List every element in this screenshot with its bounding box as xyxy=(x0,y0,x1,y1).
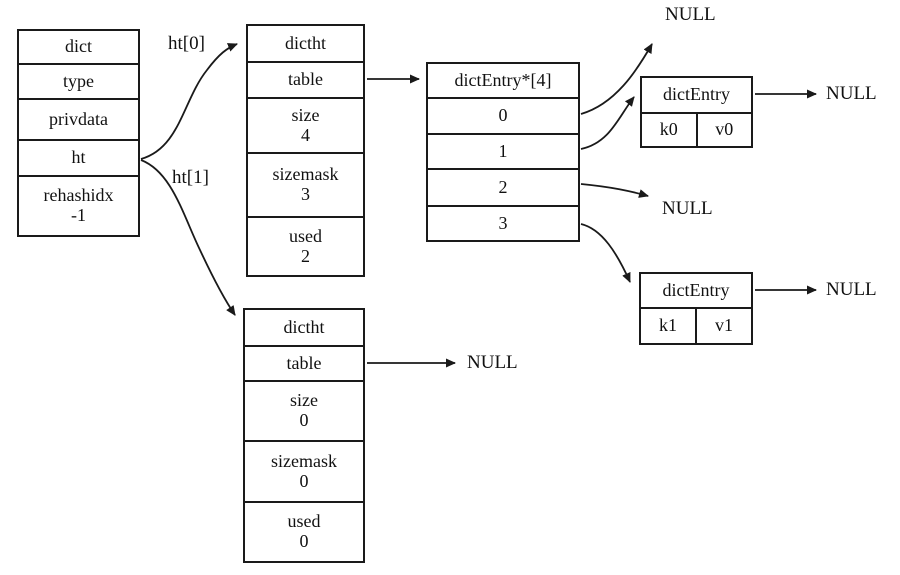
dictentry0-row-kv: k0 v0 xyxy=(642,112,751,146)
dictht0-struct: dictht table size 4 sizemask 3 used 2 xyxy=(246,24,365,277)
dictht1-sizemask-value: 0 xyxy=(299,470,309,491)
edge-label-ht0: ht[0] xyxy=(168,33,205,54)
dictht0-used-label: used xyxy=(289,225,322,246)
dict-type-label: type xyxy=(63,70,94,91)
bucket-array: dictEntry*[4] 0 1 2 3 xyxy=(426,62,580,242)
dictht0-table-label: table xyxy=(288,69,323,90)
dict-rehashidx-label: rehashidx xyxy=(43,185,114,206)
dictht0-used-value: 2 xyxy=(301,245,310,266)
dictht0-row-title: dictht xyxy=(248,26,363,61)
dictht0-size-value: 4 xyxy=(301,124,310,145)
dict-row-ht: ht xyxy=(19,139,138,175)
dictht0-row-used: used 2 xyxy=(248,216,363,275)
null-label-ht1-table: NULL xyxy=(467,352,518,373)
dict-row-type: type xyxy=(19,63,138,98)
dict-rehashidx-value: -1 xyxy=(71,205,86,225)
dictentry0-row-title: dictEntry xyxy=(642,78,751,112)
bucket-slot-0: 0 xyxy=(428,97,578,133)
dict-privdata-label: privdata xyxy=(49,108,108,129)
bucket-slot1-label: 1 xyxy=(498,140,508,161)
dictht1-sizemask-label: sizemask xyxy=(271,450,337,471)
edge-label-ht1: ht[1] xyxy=(172,167,209,188)
dictentry1-title-label: dictEntry xyxy=(662,279,730,300)
dictentry0-value: v0 xyxy=(695,114,752,146)
edge-bucket2-to-null xyxy=(580,183,649,198)
dictht1-used-value: 0 xyxy=(299,531,309,551)
null-label-entry0-next: NULL xyxy=(826,83,877,104)
dictht0-title-label: dictht xyxy=(285,32,326,53)
dictentry0-struct: dictEntry k0 v0 xyxy=(640,76,753,148)
dictht1-row-used: used 0 xyxy=(245,501,363,561)
dictht0-sizemask-label: sizemask xyxy=(272,164,339,185)
dictht1-row-title: dictht xyxy=(245,310,363,345)
dictht1-row-size: size 0 xyxy=(245,380,363,440)
edge-bucket3-to-entry1 xyxy=(580,223,631,283)
bucket-title-label: dictEntry*[4] xyxy=(454,69,552,90)
dictht0-row-sizemask: sizemask 3 xyxy=(248,152,363,216)
dictht1-row-sizemask: sizemask 0 xyxy=(245,440,363,501)
dictentry0-key: k0 xyxy=(659,119,678,140)
dictht1-title-label: dictht xyxy=(283,316,325,337)
bucket-slot2-label: 2 xyxy=(498,176,508,197)
dictentry1-struct: dictEntry k1 v1 xyxy=(639,272,753,345)
null-label-bucket0: NULL xyxy=(665,4,716,25)
bucket-slot-2: 2 xyxy=(428,168,578,205)
bucket-slot-1: 1 xyxy=(428,133,578,168)
dict-row-rehashidx: rehashidx -1 xyxy=(19,175,138,235)
dictht0-row-size: size 4 xyxy=(248,97,363,152)
null-label-bucket2: NULL xyxy=(662,198,713,219)
dictht0-row-table: table xyxy=(248,61,363,97)
null-label-entry1-next: NULL xyxy=(826,279,877,300)
bucket-slot-3: 3 xyxy=(428,205,578,240)
dictht1-used-label: used xyxy=(287,511,321,532)
dict-row-privdata: privdata xyxy=(19,98,138,139)
dict-ht-label: ht xyxy=(71,147,86,168)
bucket-row-title: dictEntry*[4] xyxy=(428,64,578,97)
edge-bucket1-to-entry0 xyxy=(580,96,635,150)
dictht0-sizemask-value: 3 xyxy=(301,184,310,204)
bucket-slot0-label: 0 xyxy=(498,105,508,126)
dictentry0-title-label: dictEntry xyxy=(663,84,730,105)
bucket-slot3-label: 3 xyxy=(498,212,508,233)
dictht0-size-label: size xyxy=(291,104,320,125)
dict-row-title: dict xyxy=(19,31,138,63)
edge-ht0-curve xyxy=(140,43,238,160)
dictentry1-row-kv: k1 v1 xyxy=(641,307,751,343)
dictht1-struct: dictht table size 0 sizemask 0 used 0 xyxy=(243,308,365,563)
dictentry1-row-title: dictEntry xyxy=(641,274,751,307)
dictht1-table-label: table xyxy=(286,352,322,373)
dictht1-size-label: size xyxy=(290,390,318,411)
dict-struct: dict type privdata ht rehashidx -1 xyxy=(17,29,140,237)
dict-title-label: dict xyxy=(65,36,92,57)
dictentry1-key: k1 xyxy=(659,315,677,336)
dictht1-row-table: table xyxy=(245,345,363,380)
dictht1-size-value: 0 xyxy=(299,410,309,430)
dictentry1-value: v1 xyxy=(695,309,751,343)
